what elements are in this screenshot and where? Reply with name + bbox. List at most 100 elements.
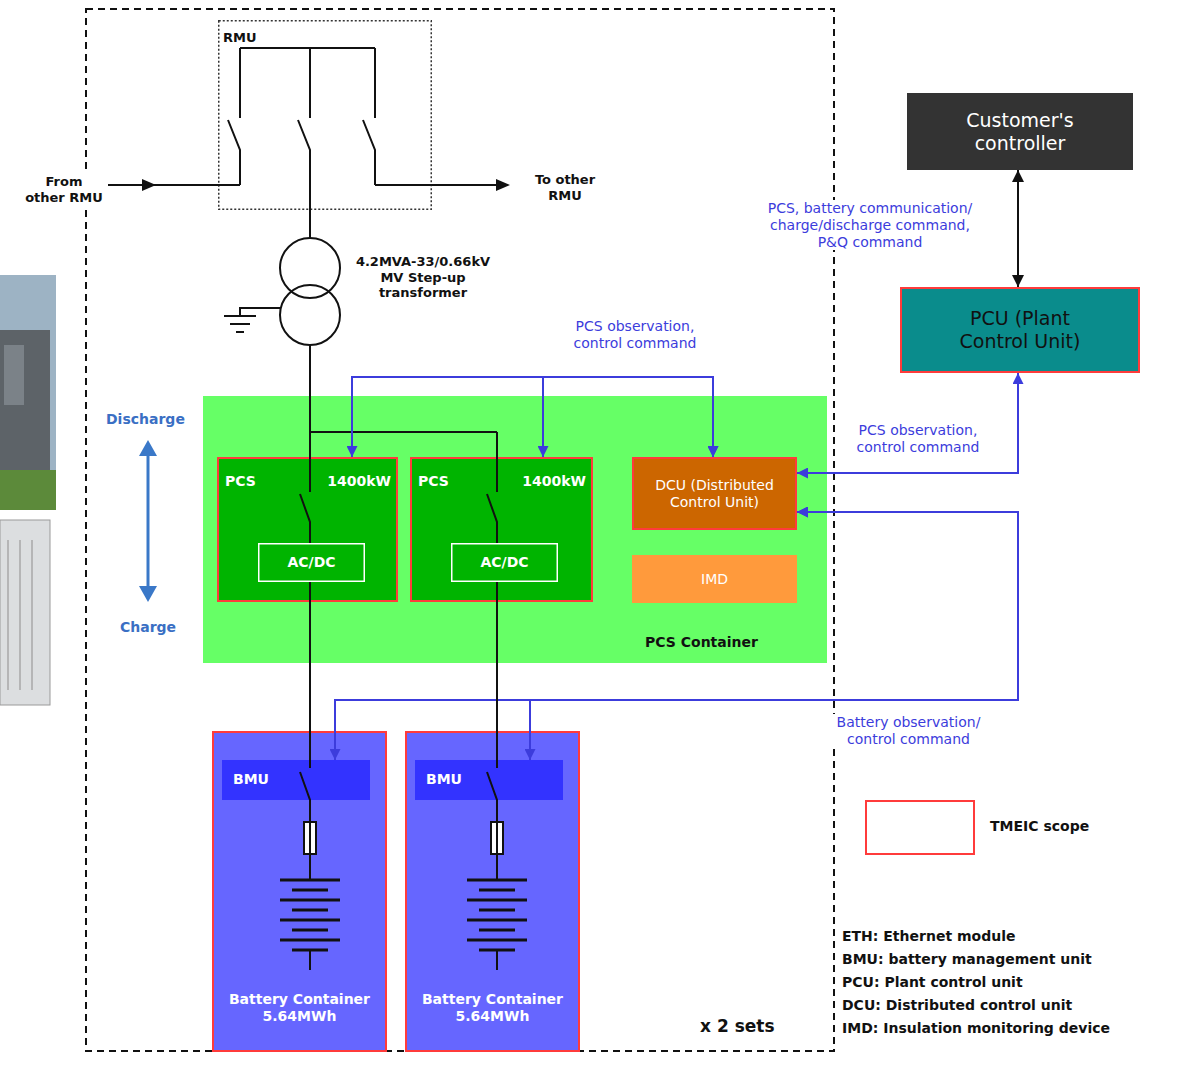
abbreviation: IMD: Insulation monitoring device bbox=[842, 1020, 1110, 1037]
converter-box-shape bbox=[452, 544, 558, 582]
text-slot: PCS observation, control command bbox=[560, 318, 710, 352]
charge-discharge-arrow bbox=[139, 440, 157, 602]
battery-container: Battery Container 5.64MWh BMU bbox=[405, 731, 580, 1052]
node-label: AC/DC bbox=[287, 554, 335, 571]
text-slot: Customer's controller bbox=[907, 93, 1133, 170]
text-slot: TMEIC scope bbox=[990, 818, 1089, 835]
node-label: Battery Container 5.64MWh bbox=[413, 991, 573, 1025]
dc-wire bbox=[309, 822, 311, 970]
abbreviation: DCU: Distributed control unit bbox=[842, 997, 1072, 1014]
abbreviation: BMU: battery management unit bbox=[842, 951, 1092, 968]
photo-grass bbox=[0, 470, 56, 510]
converter-box: AC/DC bbox=[451, 543, 558, 582]
render-lines bbox=[8, 540, 32, 690]
feeder-line bbox=[108, 184, 240, 186]
customer-controller-shape bbox=[907, 93, 1133, 170]
switch-symbol bbox=[363, 48, 375, 185]
power-wire bbox=[309, 582, 311, 760]
dcu-box: DCU (Distributed Control Unit) bbox=[632, 457, 797, 530]
customer-controller: Customer's controller bbox=[907, 93, 1133, 170]
legend-label: TMEIC scope bbox=[990, 818, 1089, 835]
signal-label: Battery observation/ control command bbox=[826, 714, 991, 748]
pcs-container: PCS ContainerPCS1400kWAC/DCPCS1400kWAC/D… bbox=[203, 396, 827, 663]
node-label: Battery Container 5.64MWh bbox=[220, 991, 380, 1025]
text-slot: IMD bbox=[632, 555, 797, 603]
signal-label: PCS, battery communication/ charge/disch… bbox=[760, 200, 980, 250]
switch-symbol bbox=[298, 48, 310, 238]
text-slot: PCS observation, control command bbox=[838, 422, 998, 456]
node-label: BMU bbox=[426, 771, 462, 788]
node-label: Customer's controller bbox=[935, 109, 1105, 155]
dcu-box-shape bbox=[633, 458, 796, 529]
switch-symbol bbox=[300, 760, 310, 822]
signal-connector bbox=[530, 512, 1018, 760]
switch-symbol bbox=[487, 432, 497, 543]
switch-symbol bbox=[487, 760, 497, 822]
text-slot: PCS, battery communication/ charge/disch… bbox=[760, 200, 980, 250]
photo-sky bbox=[0, 275, 56, 510]
signal-connector bbox=[335, 512, 1018, 760]
text-slot: DCU (Distributed Control Unit) bbox=[632, 457, 797, 530]
battery-symbol bbox=[280, 880, 527, 950]
battery-container-shape bbox=[213, 732, 386, 1051]
site-photo bbox=[0, 275, 56, 510]
flow-label: Charge bbox=[120, 619, 176, 636]
text-slot: PCS bbox=[418, 473, 449, 490]
battery-cells bbox=[280, 880, 340, 950]
bmu-band: BMU bbox=[222, 760, 370, 800]
rmu-busbar bbox=[240, 47, 375, 49]
transformer-winding bbox=[280, 285, 340, 345]
bmu-band-shape bbox=[222, 760, 370, 800]
plant-control-unit-shape bbox=[901, 288, 1139, 372]
transformer-label: 4.2MVA-33/0.66kV MV Step-up transformer bbox=[348, 254, 498, 301]
text-slot: BMU bbox=[426, 771, 462, 788]
text-slot: RMU bbox=[223, 30, 257, 46]
node-label: AC/DC bbox=[480, 554, 528, 571]
power-wire bbox=[496, 582, 498, 760]
bmu-band: BMU bbox=[415, 760, 563, 800]
abbreviation: ETH: Ethernet module bbox=[842, 928, 1015, 945]
text-slot: Discharge bbox=[106, 411, 185, 428]
pcs-unit-shape bbox=[218, 458, 397, 601]
power-wiring bbox=[108, 48, 503, 970]
signal-connector bbox=[797, 373, 1018, 473]
ac-bus bbox=[310, 345, 497, 432]
signal-label: PCS observation, control command bbox=[838, 422, 998, 456]
imd-box-shape bbox=[632, 555, 797, 603]
rmu-box-shape bbox=[219, 21, 432, 210]
pcs-unit: PCS1400kWAC/DC bbox=[217, 457, 398, 602]
arrow-head bbox=[496, 179, 510, 191]
arrow-shaft bbox=[147, 452, 150, 590]
battery-container: Battery Container 5.64MWh BMU bbox=[212, 731, 387, 1052]
photo-container bbox=[0, 330, 50, 470]
battery-container-shape bbox=[406, 732, 579, 1051]
node-label: 1400kW bbox=[522, 473, 586, 490]
text-slot: AC/DC bbox=[258, 543, 365, 582]
render-image bbox=[0, 520, 50, 705]
transformer-winding bbox=[280, 238, 340, 298]
converter-box: AC/DC bbox=[258, 543, 365, 582]
text-slot: IMD: Insulation monitoring device bbox=[842, 1020, 1110, 1037]
text-slot: PCU: Plant control unit bbox=[842, 974, 1023, 991]
feeder-label: From other RMU bbox=[24, 174, 104, 205]
node-label: IMD bbox=[701, 571, 728, 588]
signal-connector bbox=[1017, 170, 1019, 287]
feeder-label: To other RMU bbox=[520, 172, 610, 203]
node-label: BMU bbox=[233, 771, 269, 788]
node-label: x 2 sets bbox=[700, 1016, 775, 1036]
text-slot: ETH: Ethernet module bbox=[842, 928, 1015, 945]
text-slot: x 2 sets bbox=[700, 1016, 775, 1036]
text-slot: PCS bbox=[225, 473, 256, 490]
text-slot: From other RMU bbox=[24, 174, 104, 205]
ground-symbol bbox=[224, 308, 281, 332]
pcs-unit-shape bbox=[411, 458, 592, 601]
plant-control-unit: PCU (Plant Control Unit) bbox=[900, 287, 1140, 373]
text-slot: 1400kW bbox=[522, 473, 586, 490]
pcs-container-shape bbox=[203, 396, 827, 663]
feeder-line bbox=[375, 184, 500, 186]
text-slot: Battery Container 5.64MWh bbox=[212, 991, 387, 1025]
